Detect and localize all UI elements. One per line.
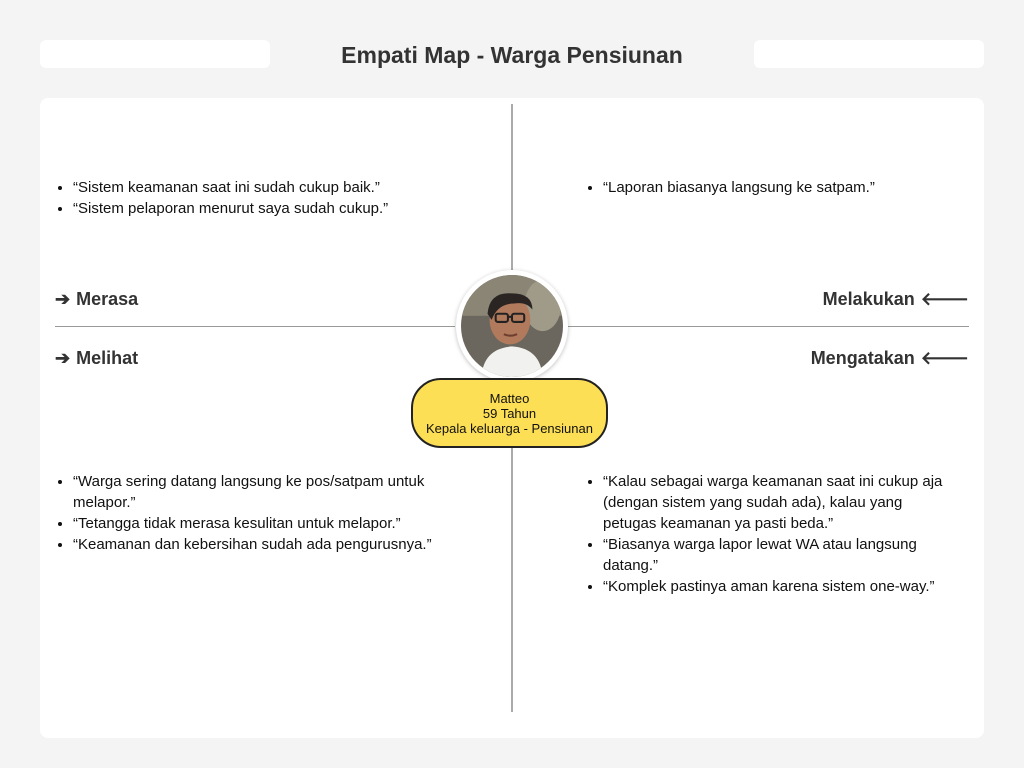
quote-item: “Komplek pastinya aman karena sistem one…	[603, 576, 955, 597]
quote-item: “Biasanya warga lapor lewat WA atau lang…	[603, 534, 955, 576]
quadrant-label-text: Melihat	[76, 348, 139, 368]
divider-vertical-top	[511, 104, 513, 272]
quadrant-label-melihat: ➔ Melihat	[55, 348, 138, 369]
quote-item: “Kalau sebagai warga keamanan saat ini c…	[603, 471, 955, 534]
arrow-right-icon: ➔	[55, 289, 71, 309]
header-placeholder-right	[754, 40, 984, 68]
quote-item: “Sistem pelaporan menurut saya sudah cuk…	[73, 198, 455, 219]
melihat-quote-list: “Warga sering datang langsung ke pos/sat…	[55, 471, 475, 555]
persona-age: 59 Tahun	[482, 405, 537, 421]
persona-role: Kepala keluarga - Pensiunan	[426, 420, 593, 436]
quote-item: “Tetangga tidak merasa kesulitan untuk m…	[73, 513, 475, 534]
mengatakan-quote-list: “Kalau sebagai warga keamanan saat ini c…	[585, 471, 955, 597]
quadrant-label-text: Merasa	[76, 289, 139, 309]
quote-item: “Laporan biasanya langsung ke satpam.”	[603, 177, 955, 198]
quadrant-label-text: Melakukan	[822, 289, 915, 309]
merasa-quote-list: “Sistem keamanan saat ini sudah cukup ba…	[55, 177, 455, 219]
arrow-left-icon: 🡐	[920, 348, 969, 368]
person-photo-icon	[461, 275, 563, 377]
divider-vertical-bottom	[511, 448, 513, 712]
quote-item: “Sistem keamanan saat ini sudah cukup ba…	[73, 177, 455, 198]
persona-card: Matteo 59 Tahun Kepala keluarga - Pensiu…	[411, 378, 608, 448]
page-title: Empati Map - Warga Pensiunan	[341, 42, 683, 68]
quadrant-label-melakukan: Melakukan 🡐	[823, 289, 969, 310]
quadrant-label-text: Mengatakan	[810, 348, 915, 368]
divider-horizontal-right	[568, 326, 969, 327]
arrow-left-icon: 🡐	[920, 289, 969, 309]
arrow-right-icon: ➔	[55, 348, 71, 368]
divider-horizontal-left	[55, 326, 455, 327]
header-placeholder-left	[40, 40, 270, 68]
empathy-map-board: “Sistem keamanan saat ini sudah cukup ba…	[40, 98, 984, 738]
persona-avatar	[456, 270, 568, 382]
persona-name: Matteo	[489, 390, 530, 406]
melakukan-quote-list: “Laporan biasanya langsung ke satpam.”	[585, 177, 955, 198]
quadrant-label-merasa: ➔ Merasa	[55, 289, 138, 310]
quadrant-label-mengatakan: Mengatakan 🡐	[811, 348, 969, 369]
quote-item: “Warga sering datang langsung ke pos/sat…	[73, 471, 475, 513]
quote-item: “Keamanan dan kebersihan sudah ada pengu…	[73, 534, 475, 555]
